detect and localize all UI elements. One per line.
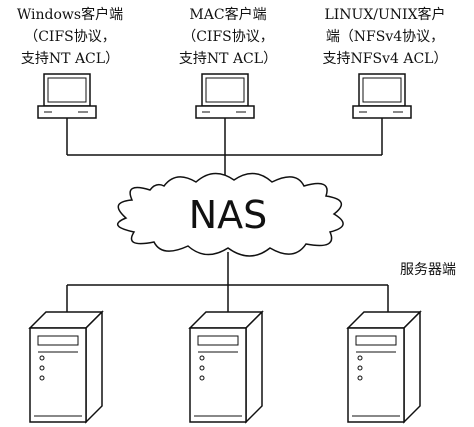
server-tower-right	[346, 310, 422, 424]
desktop-computer-icon	[195, 73, 255, 119]
client-label-windows-line3: 支持NT ACL）	[21, 51, 119, 67]
server-tower-center	[188, 310, 264, 424]
client-label-windows: Windows客户端 （CIFS协议， 支持NT ACL）	[17, 6, 123, 67]
client-label-mac-line1: MAC客户端	[189, 6, 266, 23]
nas-cloud: NAS	[117, 172, 344, 257]
nas-label: NAS	[189, 193, 268, 237]
client-label-windows-line1: Windows客户端	[17, 6, 123, 23]
client-computer-unix	[352, 73, 412, 119]
client-label-unix-line3: 支持NFSv4 ACL）	[323, 51, 448, 67]
server-tower-icon	[346, 310, 422, 424]
client-label-windows-line2: （CIFS协议，	[24, 29, 116, 45]
desktop-computer-icon	[37, 73, 97, 119]
server-tower-left	[28, 310, 104, 424]
client-computer-mac	[195, 73, 255, 119]
server-network-lines	[66, 252, 389, 312]
client-label-mac: MAC客户端 （CIFS协议， 支持NT ACL）	[179, 6, 277, 67]
client-label-unix: LINUX/UNIX客户 端（NFSv4协议， 支持NFSv4 ACL）	[323, 6, 448, 67]
client-computer-windows	[37, 73, 97, 119]
client-network-lines	[66, 118, 383, 175]
cloud-icon	[117, 172, 344, 257]
server-side-label: 服务器端	[400, 262, 456, 278]
client-label-unix-line1: LINUX/UNIX客户	[324, 6, 445, 23]
client-label-unix-line2: 端（NFSv4协议，	[326, 29, 444, 45]
server-tower-icon	[188, 310, 264, 424]
server-tower-icon	[28, 310, 104, 424]
client-label-mac-line3: 支持NT ACL）	[179, 51, 277, 67]
desktop-computer-icon	[352, 73, 412, 119]
client-label-mac-line2: （CIFS协议，	[182, 29, 274, 45]
